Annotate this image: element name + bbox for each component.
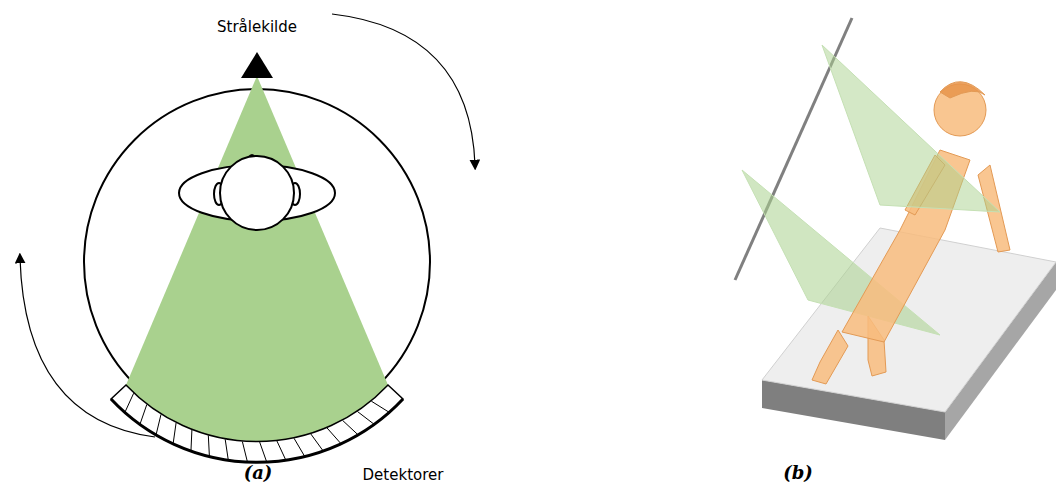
detector-cell bbox=[125, 393, 134, 412]
detector-array bbox=[111, 385, 403, 462]
panel-letter: (a) bbox=[244, 462, 273, 484]
detector-cell bbox=[225, 439, 228, 460]
x-ray-fan bbox=[126, 76, 388, 442]
detector-cell bbox=[371, 401, 389, 412]
panel-letter: (b) bbox=[783, 462, 813, 484]
patient-head bbox=[179, 155, 335, 230]
rotation-arrow bbox=[332, 14, 475, 165]
detector-cell bbox=[343, 420, 358, 434]
detector-cell bbox=[242, 442, 247, 462]
detector-cell bbox=[208, 435, 209, 456]
detector-cell bbox=[357, 411, 374, 424]
detector-label: Detektorer bbox=[363, 466, 444, 484]
detector-cell bbox=[277, 441, 286, 460]
source-label: Strålekilde bbox=[217, 18, 297, 36]
detector-cell bbox=[327, 428, 341, 444]
detector-cell bbox=[156, 414, 161, 434]
rotation-arrow bbox=[20, 258, 155, 437]
scan-slice bbox=[822, 45, 1000, 212]
detector-cell bbox=[311, 434, 323, 451]
detector-outer-edge bbox=[111, 399, 403, 462]
detector-cell bbox=[260, 442, 267, 462]
source-symbol bbox=[241, 52, 273, 78]
detector-cell bbox=[294, 438, 305, 456]
detector-cell bbox=[173, 423, 176, 444]
patient-figure bbox=[812, 82, 1010, 384]
detector-cell bbox=[190, 430, 192, 451]
detector-cell bbox=[140, 404, 147, 424]
